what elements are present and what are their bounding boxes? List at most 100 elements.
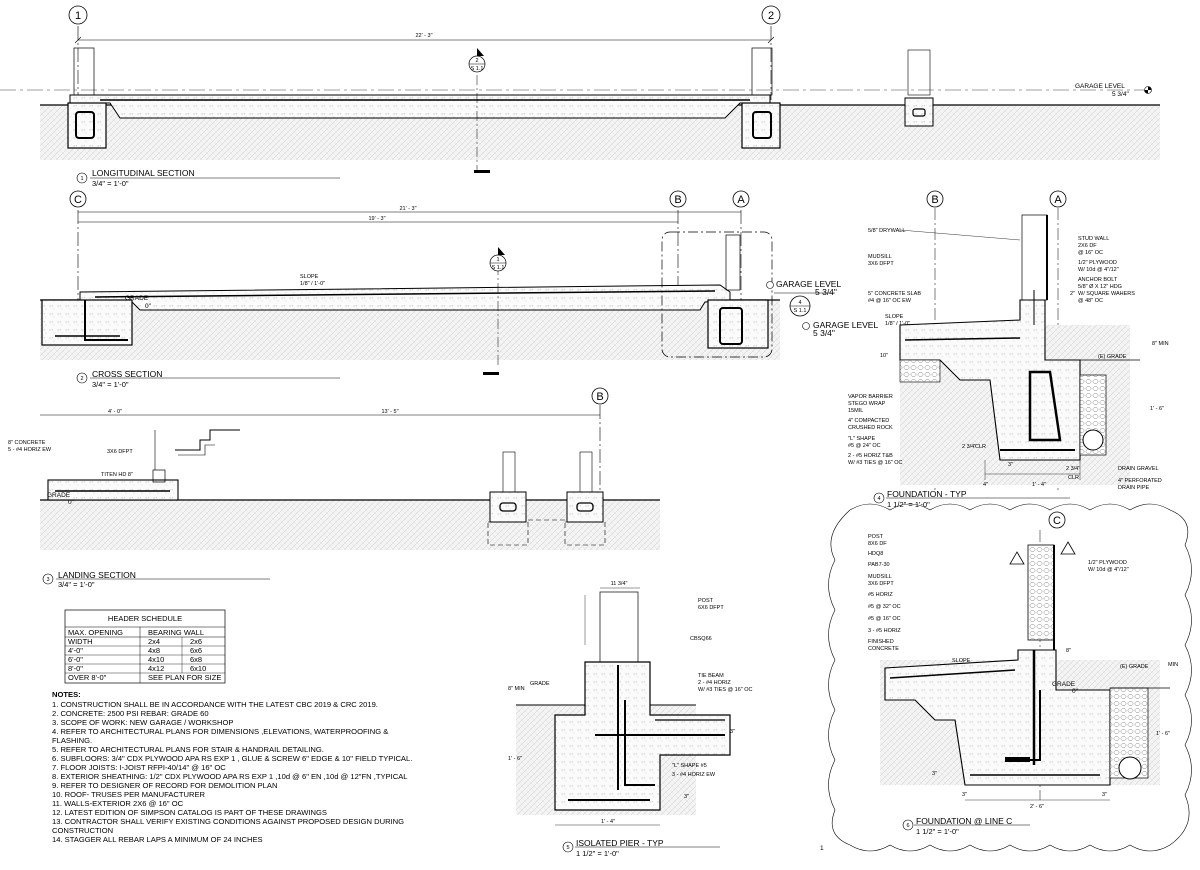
note: MUDSILL: [868, 574, 892, 580]
note: 4" PERFORATED: [1118, 478, 1162, 484]
section-ref-number: 2: [475, 58, 478, 64]
note: 5" CONCRETE SLAB: [868, 291, 921, 297]
drain-pipe: [1082, 429, 1104, 451]
note: 6X6 DFPT: [698, 605, 724, 611]
dimension: 1' - 4": [1032, 482, 1046, 488]
note-line: 10. ROOF- TRUSES PER MANUFACTURER: [52, 790, 206, 799]
landing-section: [40, 387, 660, 585]
grade-value: 0": [68, 499, 75, 506]
overall-dimension: 22' - 3": [415, 33, 432, 39]
note-line: 1. CONSTRUCTION SHALL BE IN ACCORDANCE W…: [52, 700, 378, 709]
note: 3X6 DFPT: [868, 581, 894, 587]
note: TIE BEAM: [698, 673, 724, 679]
note: CBSQ66: [690, 636, 712, 642]
grid-label-a: A: [1054, 194, 1062, 206]
longitudinal-section: [0, 5, 1160, 184]
warning-triangle-icon: [1009, 551, 1025, 565]
level-value: 5 3/4": [1112, 91, 1129, 98]
grade-label: GRADE: [47, 492, 71, 499]
section-ref-number: 1: [496, 257, 499, 263]
note: 5/8" Ø X 12" HDG: [1078, 284, 1122, 290]
note-line: 9. REFER TO DESIGNER OF RECORD FOR DEMOL…: [52, 781, 277, 790]
view-scale: 1 1/2" = 1'-0": [887, 500, 930, 509]
note: 2 - #4 HORIZ: [698, 680, 731, 686]
view-scale: 1 1/2" = 1'-0": [576, 849, 619, 858]
note: MUDSILL: [868, 254, 892, 260]
dimension: CLR: [1068, 475, 1079, 481]
note-line: FLASHING.: [52, 736, 92, 745]
schedule-title: HEADER SCHEDULE: [108, 614, 182, 623]
note: W/ #3 TIES @ 16" OC: [698, 687, 753, 693]
view-number: 5: [566, 845, 569, 851]
note: W/ #3 TIES @ 16" OC: [848, 460, 903, 466]
level-value: 5 3/4": [815, 287, 837, 297]
grid-label-1: 1: [75, 10, 81, 22]
dimension-top: 11 3/4": [611, 581, 628, 587]
view-scale: 3/4" = 1'-0": [92, 380, 129, 389]
dimension: 1' - 6": [1156, 731, 1170, 737]
note: 4" COMPACTED: [848, 418, 889, 424]
grid-label-b: B: [674, 194, 681, 206]
note: W/ 10d @ 4"/12": [1078, 267, 1119, 273]
note: 8X6 DF: [868, 541, 887, 547]
dimension: 3": [1008, 462, 1013, 468]
note: #4 @ 16" OC EW: [868, 298, 912, 304]
view-scale: 3/4" = 1'-0": [58, 580, 95, 589]
view-number-bubble: [76, 172, 88, 184]
note-line: 11. WALLS-EXTERIOR 2X6 @ 16" OC: [52, 799, 184, 808]
note: SLOPE: [885, 314, 904, 320]
grid-bubble-b: [591, 387, 609, 405]
note: PAB7-30: [868, 562, 890, 568]
grid-bubble-a: [1049, 190, 1067, 208]
schedule-cell: 4x8: [148, 646, 160, 655]
slope-value: 1/8" / 1'-0": [300, 281, 325, 287]
dimension: 2": [1070, 291, 1075, 297]
dimension-right: 13' - 5": [381, 409, 398, 415]
warning-triangle-icon: [1060, 541, 1076, 555]
view-scale: 1 1/2" = 1'-0": [916, 827, 959, 836]
note: (E) GRADE: [1098, 354, 1127, 360]
schedule-cell: 4x12: [148, 664, 164, 673]
note: "L" SHAPE: [848, 436, 875, 442]
grid-bubble-b: [926, 190, 944, 208]
note: @ 16" OC: [1078, 250, 1103, 256]
note: (E) GRADE: [1120, 664, 1149, 670]
view-scale: 3/4" = 1'-0": [92, 179, 129, 188]
note: 5 - #4 HORIZ EW: [8, 447, 52, 453]
grid-label-c: C: [74, 194, 82, 206]
note: 1/8" / 1'-0": [885, 321, 910, 327]
corner-mark: 1: [820, 845, 824, 852]
inner-dimension: 19' - 3": [368, 216, 385, 222]
callout-sheet: S 1.1: [794, 308, 807, 314]
view-number-bubble: [42, 573, 54, 585]
view-title: CROSS SECTION: [92, 369, 162, 379]
note: POST: [868, 534, 884, 540]
dimension: 3": [730, 729, 735, 735]
dimension: 10": [880, 353, 888, 359]
note: W/ SQUARE WAHERS: [1078, 291, 1135, 297]
note: 1/2" PLYWOOD: [1078, 260, 1117, 266]
note-line: 2. CONCRETE: 2500 PSI REBAR: GRADE 60: [52, 709, 209, 718]
grid-label-b: B: [931, 194, 938, 206]
note-line: CONSTRUCTION: [52, 826, 113, 835]
schedule-col-header: BEARING WALL: [148, 628, 204, 637]
note: 3 - #4 HORIZ EW: [672, 772, 716, 778]
view-title: LONGITUDINAL SECTION: [92, 168, 195, 178]
grid-bubble-b: [669, 190, 687, 208]
cross-section: [40, 190, 835, 384]
note-line: 14. STAGGER ALL REBAR LAPS A MINIMUM OF …: [52, 835, 263, 844]
note: DRAIN PIPE: [1118, 485, 1150, 491]
note-line: 4. REFER TO ARCHITECTURAL PLANS FOR DIME…: [52, 727, 388, 736]
note-line: 3. SCOPE OF WORK: NEW GARAGE / WORKSHOP: [52, 718, 233, 727]
view-title: ISOLATED PIER - TYP: [576, 838, 664, 848]
note-line: 13. CONTRACTOR SHALL VERIFY EXISTING CON…: [52, 817, 404, 826]
schedule-cell: WIDTH: [68, 637, 93, 646]
note: CRUSHED ROCK: [848, 425, 893, 431]
section-ref-sheet: S 1.1: [471, 66, 484, 72]
dimension: 3": [932, 771, 937, 777]
note-line: 7. FLOOR JOISTS: I-JOIST RFPI-40/14" @ 1…: [52, 763, 226, 772]
dimension: 3": [684, 794, 689, 800]
header-schedule-table: [64, 609, 226, 684]
foundation-line-c-detail: [828, 503, 1192, 852]
